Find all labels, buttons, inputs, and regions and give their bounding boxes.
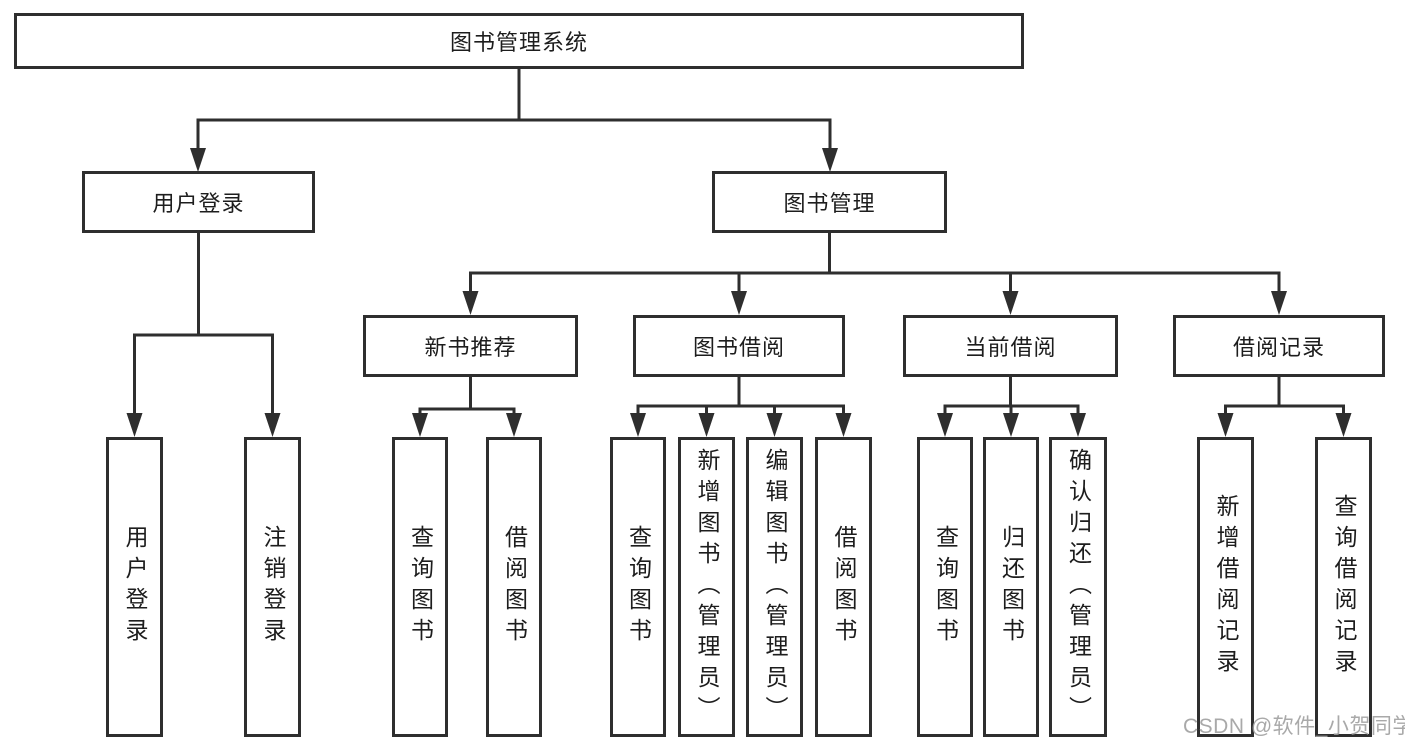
node-leaf-br-query-label: 查询借阅记录	[1331, 494, 1357, 680]
arrow-leaf-user-login	[126, 413, 143, 437]
node-leaf-nbr-borrow: 借阅图书	[486, 437, 542, 737]
arrow-leaf-bb-add	[698, 413, 715, 437]
arrow-leaf-nbr-query	[412, 413, 428, 437]
connector-new-book-rec	[418, 377, 516, 416]
node-leaf-bb-borrow: 借阅图书	[815, 437, 872, 737]
arrow-book-borrow	[731, 291, 747, 315]
node-leaf-bb-add-label: 新增图书（管理员）	[694, 447, 720, 727]
arrow-book-mgmt	[822, 148, 838, 172]
node-root: 图书管理系统	[14, 13, 1024, 69]
node-user-login: 用户登录	[82, 171, 315, 233]
connector-borrow-records	[1224, 377, 1345, 416]
arrow-leaf-br-query	[1335, 413, 1352, 437]
node-leaf-bb-borrow-label: 借阅图书	[831, 525, 857, 649]
node-leaf-br-add-label: 新增借阅记录	[1213, 494, 1239, 680]
node-leaf-logout-label: 注销登录	[260, 525, 286, 649]
node-leaf-cb-query-label: 查询图书	[932, 525, 959, 649]
node-leaf-br-query: 查询借阅记录	[1315, 437, 1372, 737]
node-leaf-bb-add: 新增图书（管理员）	[678, 437, 735, 737]
node-leaf-br-add: 新增借阅记录	[1197, 437, 1254, 737]
node-leaf-user-login: 用户登录	[106, 437, 163, 737]
node-user-login-label: 用户登录	[152, 191, 245, 216]
arrow-user-login	[190, 148, 206, 172]
node-borrow-records-label: 借阅记录	[1232, 335, 1325, 360]
arrow-new-book-rec	[462, 291, 479, 315]
arrow-leaf-cb-confirm	[1070, 413, 1086, 437]
node-leaf-logout: 注销登录	[244, 437, 301, 737]
node-new-book-rec: 新书推荐	[363, 315, 578, 377]
node-current-borrow: 当前借阅	[903, 315, 1118, 377]
node-leaf-cb-return: 归还图书	[983, 437, 1039, 737]
arrow-leaf-bb-borrow	[835, 413, 852, 437]
arrow-leaf-cb-return	[1003, 413, 1019, 437]
node-leaf-bb-query: 查询图书	[610, 437, 666, 737]
connector-current-borrow	[943, 377, 1080, 416]
node-leaf-cb-return-label: 归还图书	[998, 525, 1025, 649]
node-book-borrow: 图书借阅	[633, 315, 845, 377]
node-leaf-cb-confirm: 确认归还（管理员）	[1049, 437, 1107, 737]
connector-book-mgmt	[469, 233, 1281, 294]
node-current-borrow-label: 当前借阅	[964, 335, 1057, 360]
node-leaf-nbr-borrow-label: 借阅图书	[501, 525, 528, 649]
node-new-book-rec-label: 新书推荐	[424, 335, 517, 360]
node-leaf-user-login-label: 用户登录	[122, 525, 148, 649]
node-leaf-nbr-query: 查询图书	[392, 437, 448, 737]
arrow-current-borrow	[1002, 291, 1019, 315]
node-leaf-cb-query: 查询图书	[917, 437, 973, 737]
node-leaf-bb-edit: 编辑图书（管理员）	[746, 437, 803, 737]
arrow-leaf-br-add	[1217, 413, 1234, 437]
arrowheads	[126, 148, 1352, 437]
node-leaf-cb-confirm-label: 确认归还（管理员）	[1065, 447, 1092, 727]
arrow-borrow-records	[1271, 291, 1287, 315]
arrow-leaf-nbr-borrow	[506, 413, 522, 437]
connector-book-borrow	[636, 377, 845, 416]
node-leaf-bb-edit-label: 编辑图书（管理员）	[762, 447, 788, 727]
node-book-mgmt: 图书管理	[712, 171, 947, 233]
node-borrow-records: 借阅记录	[1173, 315, 1385, 377]
arrow-leaf-bb-edit	[766, 413, 783, 437]
node-leaf-bb-query-label: 查询图书	[625, 525, 652, 649]
node-root-label: 图书管理系统	[449, 30, 588, 55]
csdn-watermark: CSDN @软件_小贺同学	[1183, 715, 1405, 738]
arrow-leaf-cb-query	[937, 413, 953, 437]
node-book-mgmt-label: 图书管理	[783, 191, 876, 216]
node-book-borrow-label: 图书借阅	[692, 335, 785, 360]
connector-user-login	[133, 233, 274, 416]
connector-root	[196, 68, 832, 150]
arrow-leaf-bb-query	[630, 413, 646, 437]
node-leaf-nbr-query-label: 查询图书	[407, 525, 434, 649]
arrow-leaf-logout	[264, 413, 281, 437]
